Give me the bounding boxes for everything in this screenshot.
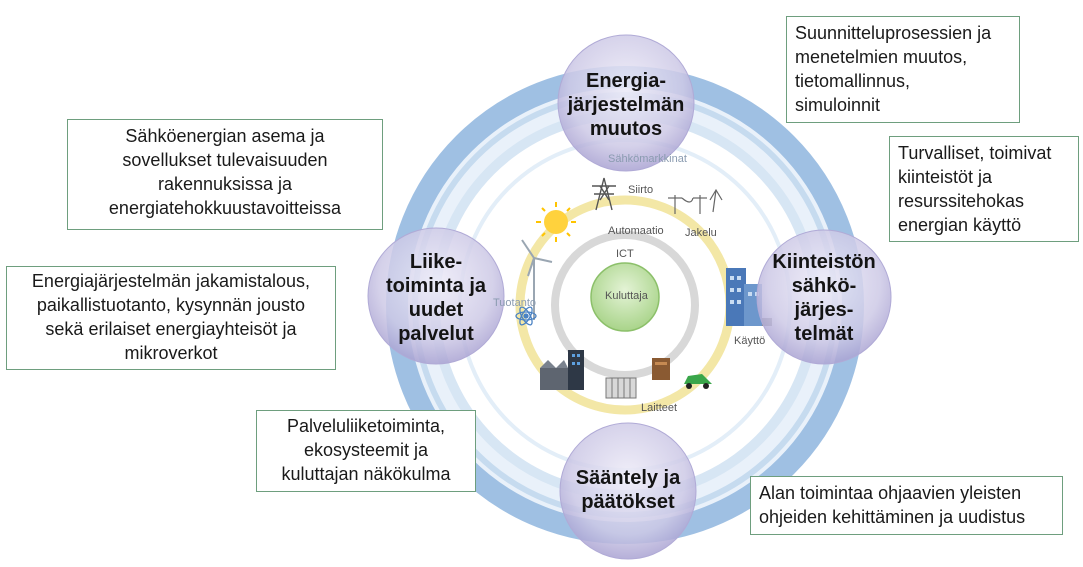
bubble-label-bottom: Sääntely ja päätökset (575, 467, 681, 513)
label-production: Tuotanto (493, 297, 537, 309)
factory-icon (540, 350, 584, 390)
note-top-left: Sähköenergian asema ja sovellukset tulev… (67, 119, 383, 230)
label-market: Sähkömarkkinat (608, 153, 687, 165)
battery-icon (605, 377, 637, 399)
note-middle-left: Energiajärjestelmän jakamistalous, paika… (6, 266, 336, 370)
label-distribution: Jakelu (685, 227, 717, 239)
label-devices: Laitteet (641, 402, 678, 414)
electric-car-icon (684, 374, 712, 389)
wind-turbine-icon (521, 239, 553, 320)
label-transmission: Siirto (628, 184, 654, 196)
bubble-bottom (559, 422, 697, 560)
label-consumer: Kuluttaja (605, 290, 648, 302)
bubble-top (557, 34, 695, 172)
label-usage: Käyttö (734, 335, 766, 347)
bubble-left (367, 227, 505, 365)
bubble-right (756, 229, 892, 365)
consumer-core (590, 262, 660, 332)
bubble-label-left: Liike- toiminta ja uudet palvelut (385, 251, 486, 345)
label-automation: Automaatio (608, 225, 664, 237)
power-pylon-icon (592, 177, 616, 211)
note-bottom-left: Palveluliiketoiminta, ekosysteemit ja ku… (256, 410, 476, 492)
sun-icon (536, 202, 576, 242)
atom-icon (515, 306, 537, 326)
power-lines-icon (668, 188, 723, 214)
transformer-icon (652, 358, 670, 380)
note-middle-right: Turvalliset, toimivat kiinteistöt ja res… (889, 136, 1079, 242)
label-ict: ICT (616, 248, 634, 260)
note-bottom-right: Alan toimintaa ohjaavien yleisten ohjeid… (750, 476, 1063, 535)
bubble-label-top: Energia- järjestelmän muutos (567, 70, 685, 140)
note-top-right: Suunnitteluprosessien ja menetelmien muu… (786, 16, 1020, 123)
bubble-label-right: Kiinteistön sähkö- järjes- telmät (772, 251, 876, 345)
